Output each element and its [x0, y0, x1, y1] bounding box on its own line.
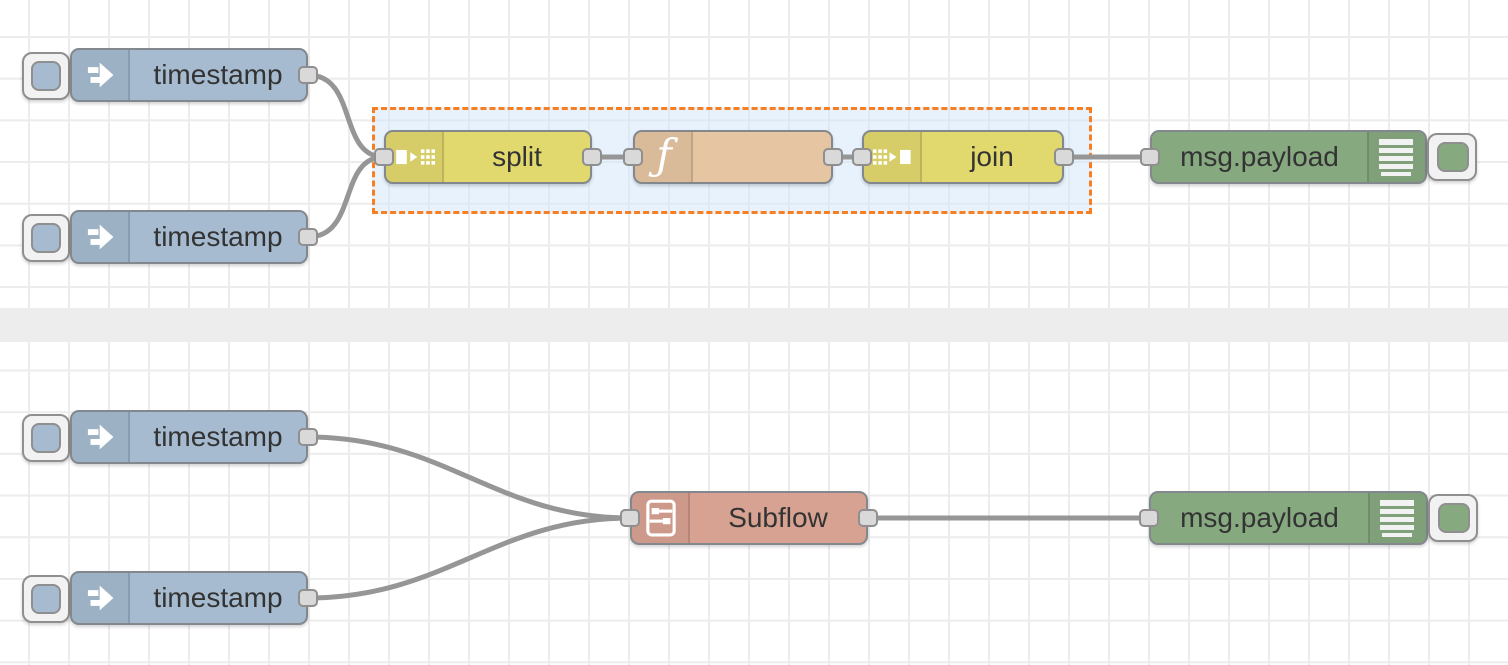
- node-function[interactable]: ƒ: [633, 130, 833, 184]
- inject-arrow-icon: [72, 412, 130, 462]
- node-label: timestamp: [153, 59, 283, 90]
- node-label: msg.payload: [1180, 141, 1339, 172]
- port-in-debug1[interactable]: [1140, 148, 1160, 166]
- port-in-function[interactable]: [623, 148, 643, 166]
- debug-list-icon: [1367, 132, 1425, 182]
- inject-arrow-icon: [72, 573, 130, 623]
- node-label: join: [970, 141, 1014, 172]
- node-join[interactable]: join: [862, 130, 1064, 184]
- port-out-join[interactable]: [1054, 148, 1074, 166]
- inject-button-3-inner[interactable]: [31, 423, 61, 453]
- port-in-subflow[interactable]: [620, 509, 640, 527]
- join-icon: [864, 132, 922, 182]
- node-label: split: [492, 141, 542, 172]
- inject-button-1-inner[interactable]: [31, 61, 61, 91]
- inject-arrow-icon: [72, 212, 130, 262]
- port-in-split[interactable]: [374, 148, 394, 166]
- port-out-inject3[interactable]: [298, 428, 318, 446]
- node-label: timestamp: [153, 582, 283, 613]
- wire-inject3-subflow[interactable]: [305, 434, 633, 521]
- node-debug-2[interactable]: msg.payload: [1149, 491, 1428, 545]
- port-in-join[interactable]: [852, 148, 872, 166]
- debug-list-icon: [1368, 493, 1426, 543]
- function-f-icon: ƒ: [635, 132, 693, 182]
- wire-inject1-split[interactable]: [305, 72, 387, 160]
- node-label: [693, 132, 831, 182]
- inject-button-3[interactable]: [22, 414, 70, 462]
- port-out-function[interactable]: [823, 148, 843, 166]
- node-inject-2[interactable]: timestamp: [70, 210, 308, 264]
- wire-inject2-split[interactable]: [305, 154, 387, 240]
- node-label: Subflow: [728, 502, 828, 533]
- port-out-inject2[interactable]: [298, 228, 318, 246]
- node-subflow[interactable]: Subflow: [630, 491, 868, 545]
- node-inject-3[interactable]: timestamp: [70, 410, 308, 464]
- port-out-inject4[interactable]: [298, 589, 318, 607]
- debug-toggle-button-2-inner[interactable]: [1438, 503, 1470, 533]
- subflow-icon: [632, 493, 690, 543]
- wire-inject4-subflow[interactable]: [305, 515, 633, 601]
- port-out-inject1[interactable]: [298, 66, 318, 84]
- port-out-split[interactable]: [582, 148, 602, 166]
- node-split[interactable]: split: [384, 130, 592, 184]
- port-in-debug2[interactable]: [1139, 509, 1159, 527]
- flow-divider: [0, 308, 1508, 342]
- debug-toggle-button-1-inner[interactable]: [1437, 142, 1469, 172]
- inject-button-4[interactable]: [22, 575, 70, 623]
- split-icon: [386, 132, 444, 182]
- port-out-subflow[interactable]: [858, 509, 878, 527]
- inject-button-2-inner[interactable]: [31, 223, 61, 253]
- node-inject-1[interactable]: timestamp: [70, 48, 308, 102]
- inject-arrow-icon: [72, 50, 130, 100]
- node-debug-1[interactable]: msg.payload: [1150, 130, 1427, 184]
- node-label: msg.payload: [1180, 502, 1339, 533]
- node-label: timestamp: [153, 421, 283, 452]
- node-label: timestamp: [153, 221, 283, 252]
- inject-button-4-inner[interactable]: [31, 584, 61, 614]
- node-inject-4[interactable]: timestamp: [70, 571, 308, 625]
